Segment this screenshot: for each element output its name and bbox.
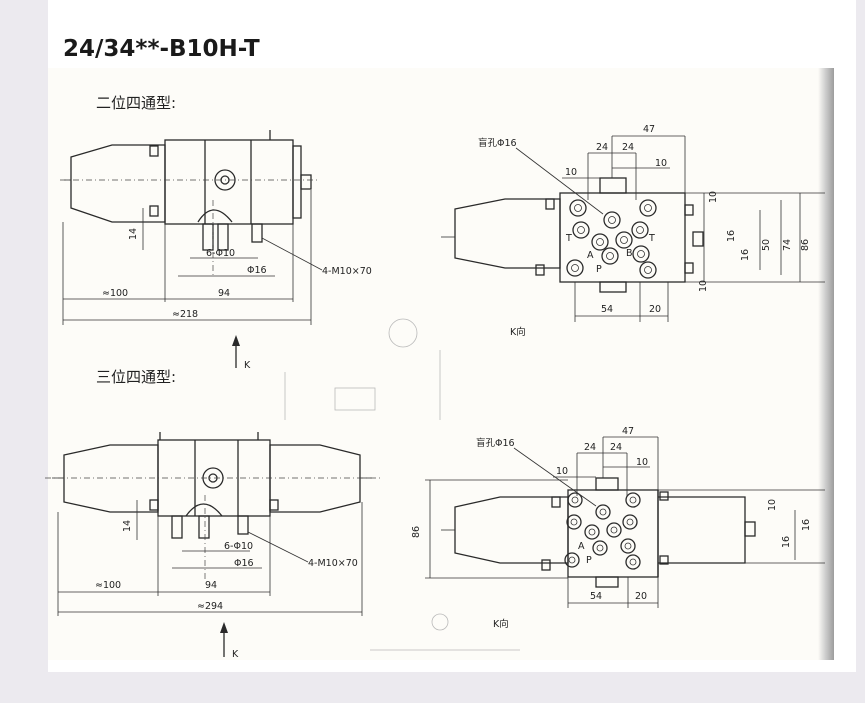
three-dim-47: 47 [622,426,634,437]
two-port-t1: T [565,233,572,244]
two-dim-47: 47 [643,124,655,135]
two-port-a: A [587,250,594,261]
two-dim-10-left: 10 [565,167,577,178]
two-dim-50: 50 [761,239,772,251]
two-dim-10-top: 10 [655,158,667,169]
top-strip [48,0,856,20]
three-dim-94: 94 [205,580,217,591]
three-view-label: K向 [493,618,509,630]
two-port-b: B [626,248,633,259]
three-dim-16-r1: 16 [781,536,792,548]
two-dim-20: 20 [649,304,661,315]
two-dim-16-r2: 16 [740,249,751,261]
two-dim-bolts: 4-M10×70 [322,266,372,277]
two-dim-86: 86 [800,239,811,251]
two-dim-10-r1: 10 [708,191,719,203]
two-dim-94: 94 [218,288,230,299]
three-dim-6-phi10: 6-Φ10 [224,541,253,552]
two-dim-24a: 24 [596,142,608,153]
two-position-k-view: T A P B T 盲孔Φ16 47 24 24 10 10 [441,124,825,338]
page-title: 24/34**-B10H-T [63,36,260,62]
three-dim-54: 54 [590,591,602,602]
three-view-arrow-k: K [232,649,239,660]
two-dim-24b: 24 [622,142,634,153]
three-position-k-view: A P 盲孔Φ16 47 24 24 10 10 10 16 16 [411,426,825,630]
two-dim-6-phi10: 6-Φ10 [206,248,235,259]
three-dim-10-left: 10 [556,466,568,477]
two-position-side-view: 14 6-Φ10 Φ16 4-M10×70 ≈100 94 ≈218 K [60,130,372,371]
three-dim-14: 14 [122,520,133,532]
three-dim-100: ≈100 [95,580,121,591]
two-dim-10-r2: 10 [698,280,709,292]
three-dim-24a: 24 [584,442,596,453]
two-dim-100: ≈100 [102,288,128,299]
two-dim-14: 14 [128,228,139,240]
two-port-t2: T [648,233,655,244]
scan-page-edge-shadow [818,68,834,660]
three-dim-phi16: Φ16 [234,558,254,569]
three-dim-86: 86 [411,526,422,538]
two-position-section-label: 二位四通型: [96,94,176,112]
three-blind-hole-label: 盲孔Φ16 [476,437,515,449]
two-view-label: K向 [510,326,526,338]
three-dim-16-r2: 16 [801,519,812,531]
two-dim-74: 74 [782,239,793,251]
three-dim-24b: 24 [610,442,622,453]
three-dim-20: 20 [635,591,647,602]
three-dim-10-r1: 10 [767,499,778,511]
two-port-p: P [596,264,602,275]
three-dim-294: ≈294 [197,601,223,612]
two-dim-phi16: Φ16 [247,265,267,276]
three-position-side-view: 14 6-Φ10 Φ16 4-M10×70 ≈100 94 ≈294 K [45,432,380,660]
three-port-a: A [578,541,585,552]
bleed-through-marks [284,318,520,651]
three-port-p: P [586,555,592,566]
two-dim-218: ≈218 [172,309,198,320]
two-dim-54: 54 [601,304,613,315]
three-dim-10-top: 10 [636,457,648,468]
three-position-section-label: 三位四通型: [96,368,176,386]
scanned-drawing-area [48,68,834,660]
two-dim-16-r1: 16 [726,230,737,242]
three-dim-bolts: 4-M10×70 [308,558,358,569]
two-blind-hole-label: 盲孔Φ16 [478,137,517,149]
two-view-arrow-k: K [244,360,251,371]
